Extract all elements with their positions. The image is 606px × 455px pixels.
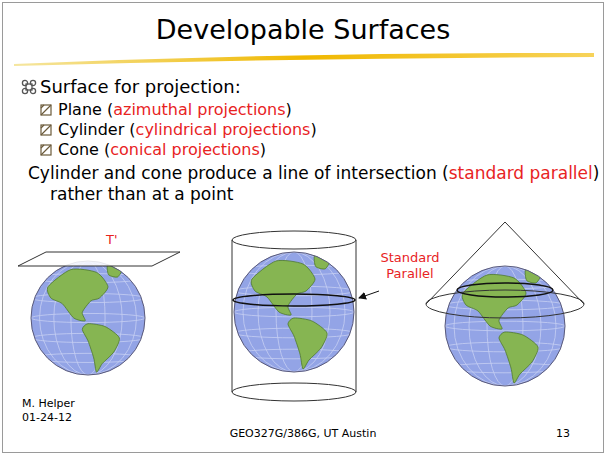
parallel [234, 307, 354, 317]
box-bullet [41, 145, 51, 155]
label-text: 01-24-12 [22, 411, 72, 424]
globe-rim [31, 261, 145, 375]
continent [47, 269, 108, 321]
bullet-loop [30, 88, 35, 93]
label-text: 13 [556, 427, 570, 440]
slide-title: Developable Surfaces [0, 14, 606, 45]
sub-bullet-text: Plane (azimuthal projections) [58, 100, 292, 120]
tangent-plane [18, 252, 180, 266]
bullet-check [41, 105, 51, 115]
parallel [31, 313, 145, 322]
author: M. Helper [22, 397, 75, 411]
globe-illustration [445, 266, 565, 386]
bullet-loop [30, 80, 35, 85]
parallel [445, 363, 565, 373]
date: 01-24-12 [22, 411, 72, 425]
cylinder-side [232, 240, 233, 392]
highlight-term: azimuthal projections [113, 100, 285, 119]
sub-bullet-text: Cylinder (cylindrical projections) [58, 120, 317, 140]
cone-side [426, 222, 584, 304]
label-text: Cylinder ( [58, 120, 136, 139]
globe-grid [445, 266, 565, 386]
label-text: ) [286, 100, 292, 119]
highlight-term: standard parallel [449, 163, 593, 183]
label-text: Surface for projection: [40, 76, 241, 97]
bullet-core [26, 84, 32, 90]
box-bullet [41, 125, 51, 135]
standard-parallel-label: Standard Parallel [370, 250, 450, 283]
bullet-box [41, 105, 51, 115]
highlight-term: conical projections [110, 140, 260, 159]
parallel [445, 321, 565, 331]
globe-grid [31, 261, 145, 375]
note-text: Cylinder and cone produce a line of inte… [28, 163, 606, 206]
globe-illustration [31, 261, 145, 375]
standard-parallel-line [233, 294, 355, 306]
bullet-loop [22, 88, 27, 93]
highlight-term: Standard Parallel [380, 250, 439, 281]
globe-rim [234, 252, 354, 372]
cone-base [426, 290, 584, 318]
continent [251, 260, 315, 315]
meridian [243, 252, 345, 372]
meridian [454, 266, 556, 386]
slide-border [3, 3, 604, 453]
label-text: Cylinder and cone produce a line of inte… [28, 163, 449, 183]
label-text: Cone ( [58, 140, 110, 159]
sub-bullet-text: Cone (conical projections) [58, 140, 266, 160]
globe-grid [234, 252, 354, 372]
bullet-text: Surface for projection: [40, 76, 241, 99]
course-footer: GEO327G/386G, UT Austin [0, 427, 606, 441]
cylinder [232, 240, 356, 401]
title-underline [14, 53, 594, 66]
cylinder-top [232, 231, 356, 249]
continent [499, 332, 538, 383]
continent [82, 324, 119, 373]
label-text: M. Helper [22, 397, 75, 410]
label-text: ) [260, 140, 266, 159]
bullet-box [41, 125, 51, 135]
highlight-term: cylindrical projections [136, 120, 311, 139]
label-text: Plane ( [58, 100, 113, 119]
globe-ocean [31, 261, 145, 375]
command-bullet [22, 80, 35, 93]
parallel [31, 353, 145, 362]
highlight-term: T' [106, 232, 118, 247]
leader-line [359, 291, 379, 298]
meridian [40, 261, 137, 375]
cone [426, 222, 584, 318]
bullet-check [41, 145, 51, 155]
tangent-parallel [457, 283, 553, 297]
parallel [234, 349, 354, 359]
label-text: GEO327G/386G, UT Austin [230, 427, 377, 440]
bullet-check [41, 125, 51, 135]
continent [288, 318, 327, 369]
bullet-loop [22, 80, 27, 85]
cylinder-base [232, 383, 356, 401]
globe-rim [445, 266, 565, 386]
globe-ocean [234, 252, 354, 372]
bullet-box [41, 145, 51, 155]
slide-number: 13 [556, 427, 570, 441]
box-bullet [41, 105, 51, 115]
globe-illustration [234, 252, 354, 372]
label-text: ) [310, 120, 316, 139]
plane-label: T' [106, 232, 118, 248]
cylinder-side [356, 240, 357, 392]
globe-ocean [445, 266, 565, 386]
